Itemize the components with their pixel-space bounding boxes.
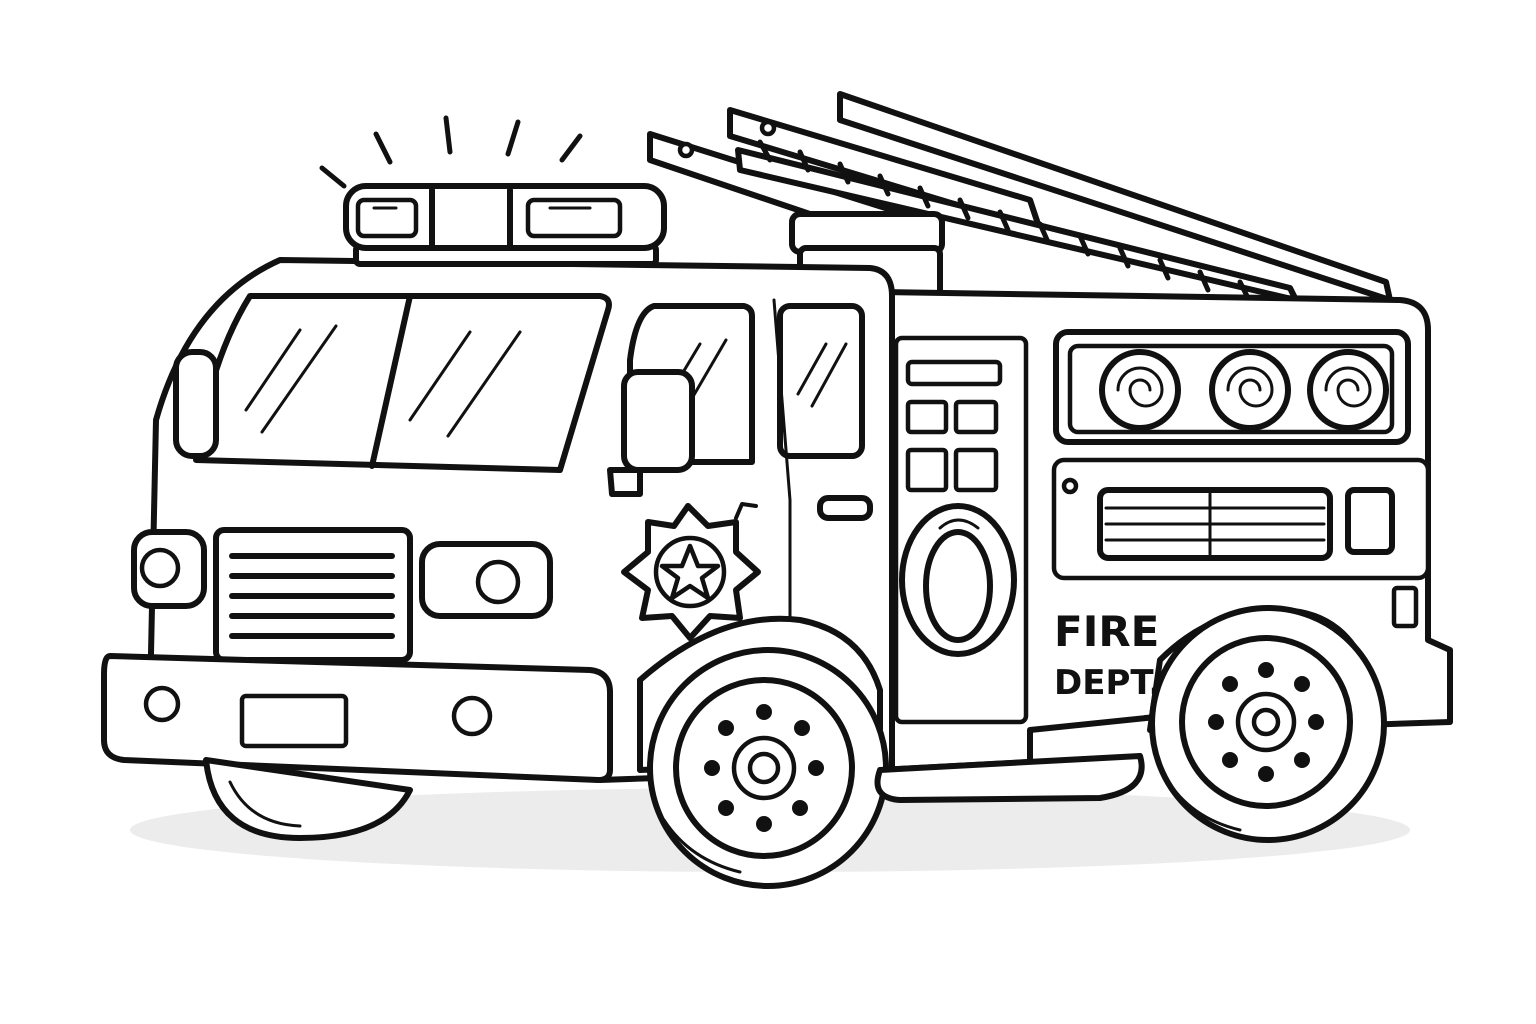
ladder [647, 91, 1393, 303]
front-right-wheel [637, 615, 889, 889]
side-text-line1: FIRE [1054, 607, 1159, 656]
under-body [874, 753, 1145, 803]
side-text-line2: DEPT. [1054, 663, 1161, 703]
light-rays [319, 115, 583, 189]
light-bar [343, 183, 667, 267]
side-text: FIRE DEPT. [1054, 607, 1161, 703]
front-left-wheel [203, 757, 413, 841]
cab [101, 257, 895, 783]
rear-wheel-lug-nuts [1208, 662, 1324, 782]
front-wheel-lug-nuts [704, 704, 824, 832]
rear-wheel [1147, 605, 1387, 843]
